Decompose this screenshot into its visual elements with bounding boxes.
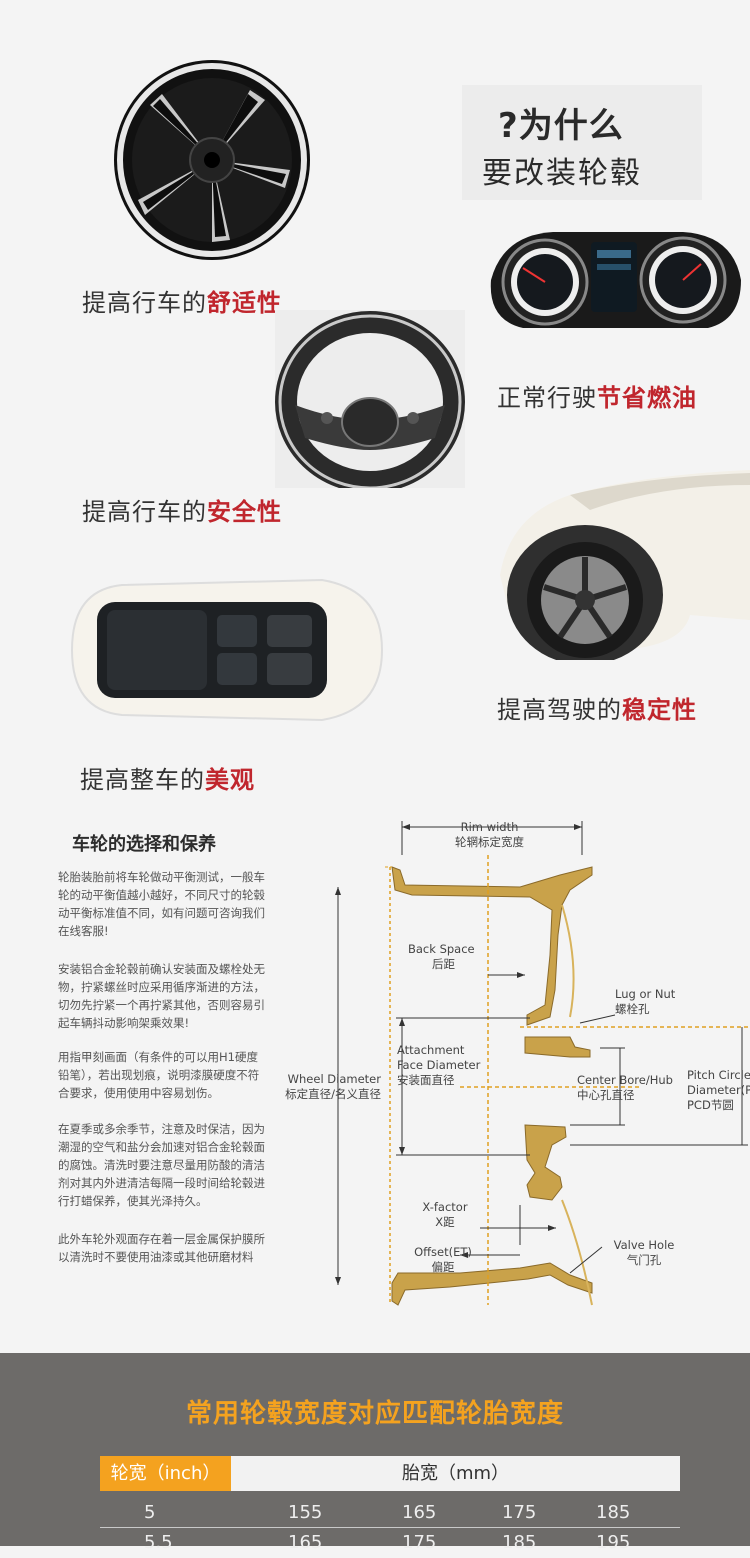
label-offset: Offset(ET) 偏距 <box>410 1245 476 1275</box>
label-wheel-diameter-cn: 标定直径/名义直径 <box>285 1087 381 1101</box>
table-cell-tire: 175 <box>502 1502 537 1523</box>
feature-stability: 提高驾驶的稳定性 <box>497 690 697 725</box>
label-valve-hole: Valve Hole 气门孔 <box>610 1238 678 1268</box>
table-cell-tire: 165 <box>288 1532 323 1553</box>
label-x-factor-en: X-factor <box>422 1200 468 1214</box>
dashboard-gauges-image <box>490 232 741 328</box>
label-back-space-en: Back Space <box>408 942 475 956</box>
feature-stability-prefix: 提高驾驶的 <box>497 696 622 724</box>
care-paragraph-1: 轮胎装胎前将车轮做动平衡测试，一般车轮的动平衡值越小越好，不同尺寸的轮毂动平衡标… <box>58 870 265 938</box>
label-pcd: Pitch Circle Diameter(P PCD节圆 <box>687 1068 750 1113</box>
label-valve-hole-en: Valve Hole <box>613 1238 675 1252</box>
table-header-rim-width: 轮宽（inch） <box>100 1456 231 1491</box>
label-attachment-cn: 安装面直径 <box>397 1073 455 1087</box>
label-attachment-face: Attachment Face Diameter 安装面直径 <box>397 1043 480 1088</box>
label-center-bore-en: Center Bore/Hub <box>577 1073 673 1087</box>
label-attachment-en2: Face Diameter <box>397 1058 481 1072</box>
table-row-divider <box>100 1527 680 1528</box>
steering-wheel-image <box>275 310 465 488</box>
label-center-bore-cn: 中心孔直径 <box>577 1088 635 1102</box>
care-paragraph-3: 用指甲刻画面（有条件的可以用H1硬度铅笔），若出现划痕，说明漆膜硬度不符合要求，… <box>58 1050 260 1100</box>
tire-width-section <box>0 1353 750 1546</box>
feature-safety: 提高行车的安全性 <box>82 492 282 527</box>
table-row: 5 155 165 175 185 <box>100 1496 680 1528</box>
feature-appearance-prefix: 提高整车的 <box>80 766 205 794</box>
label-wheel-diameter: Wheel Diameter 标定直径/名义直径 <box>268 1072 381 1102</box>
alloy-wheel-image <box>114 60 310 260</box>
feature-stability-highlight: 稳定性 <box>622 696 697 724</box>
table-cell-tire: 185 <box>596 1502 631 1523</box>
feature-appearance: 提高整车的美观 <box>80 760 255 795</box>
feature-fuel-prefix: 正常行驶 <box>497 384 597 412</box>
feature-appearance-highlight: 美观 <box>205 766 255 794</box>
table-cell-tire: 185 <box>502 1532 537 1553</box>
label-lug-nut: Lug or Nut 螺栓孔 <box>615 987 675 1017</box>
label-attachment-en1: Attachment <box>397 1043 465 1057</box>
table-header-tire-width: 胎宽（mm） <box>231 1456 680 1491</box>
label-lug-nut-en: Lug or Nut <box>615 987 676 1001</box>
label-pcd-cn: PCD节圆 <box>687 1098 734 1112</box>
table-cell-tire: 155 <box>288 1502 323 1523</box>
feature-comfort-highlight: 舒适性 <box>207 289 282 317</box>
feature-fuel: 正常行驶节省燃油 <box>497 378 697 413</box>
care-paragraph-4: 在夏季或多余季节，注意及时保洁，因为潮湿的空气和盐分会加速对铝合金轮毂面的腐蚀。… <box>58 1122 265 1208</box>
feature-comfort: 提高行车的舒适性 <box>82 283 282 318</box>
care-section: 车轮的选择和保养 轮胎装胎前将车轮做动平衡测试，一般车轮的动平衡值越小越好，不同… <box>0 810 750 1340</box>
label-wheel-diameter-en: Wheel Diameter <box>287 1072 381 1086</box>
feature-comfort-prefix: 提高行车的 <box>82 289 207 317</box>
feature-safety-highlight: 安全性 <box>207 498 282 526</box>
feature-safety-prefix: 提高行车的 <box>82 498 207 526</box>
care-paragraph-2: 安装铝合金轮毂前确认安装面及螺栓处无物，拧紧螺丝时应采用循序渐进的方法，切勿先拧… <box>58 962 265 1030</box>
care-title: 车轮的选择和保养 <box>72 834 216 855</box>
label-rim-width-en: Rim width <box>460 820 519 834</box>
tire-table-title: 常用轮毂宽度对应匹配轮胎宽度 <box>185 1399 564 1429</box>
table-cell-tire: 175 <box>402 1532 437 1553</box>
why-title-line1: ?为什么 <box>498 106 624 146</box>
table-row: 5.5 165 175 185 195 <box>100 1526 680 1558</box>
table-cell-rim-width: 5.5 <box>144 1532 173 1553</box>
feature-section: ?为什么 要改装轮毂 提高行车的舒适性 正常行驶节省燃油 提高行车的安全性 <box>70 60 750 795</box>
label-pcd-en2: Diameter(P <box>687 1083 750 1097</box>
table-cell-tire: 195 <box>596 1532 631 1553</box>
label-rim-width: Rim width 轮辋标定宽度 <box>455 820 524 850</box>
label-offset-en: Offset(ET) <box>414 1245 472 1259</box>
label-back-space: Back Space 后距 <box>408 942 475 972</box>
label-offset-cn: 偏距 <box>431 1260 455 1274</box>
car-top-view-image <box>70 578 384 722</box>
feature-fuel-highlight: 节省燃油 <box>597 384 697 412</box>
care-paragraph-5: 此外车轮外观面存在着一层金属保护膜所以清洗时不要使用油漆或其他研磨材料 <box>58 1232 265 1264</box>
label-center-bore: Center Bore/Hub 中心孔直径 <box>577 1073 673 1103</box>
label-lug-nut-cn: 螺栓孔 <box>615 1002 650 1016</box>
label-pcd-en1: Pitch Circle <box>687 1068 750 1082</box>
label-rim-width-cn: 轮辋标定宽度 <box>455 835 524 849</box>
label-back-space-cn: 后距 <box>432 957 455 971</box>
label-x-factor: X-factor X距 <box>418 1200 472 1230</box>
label-x-factor-cn: X距 <box>435 1215 455 1229</box>
table-cell-tire: 165 <box>402 1502 437 1523</box>
table-cell-rim-width: 5 <box>144 1502 156 1523</box>
why-title-line2: 要改装轮毂 <box>482 156 642 191</box>
why-title-block <box>462 85 702 200</box>
label-valve-hole-cn: 气门孔 <box>626 1253 662 1267</box>
car-side-wheel-image <box>500 470 750 660</box>
rim-cross-section-diagram <box>335 821 750 1306</box>
